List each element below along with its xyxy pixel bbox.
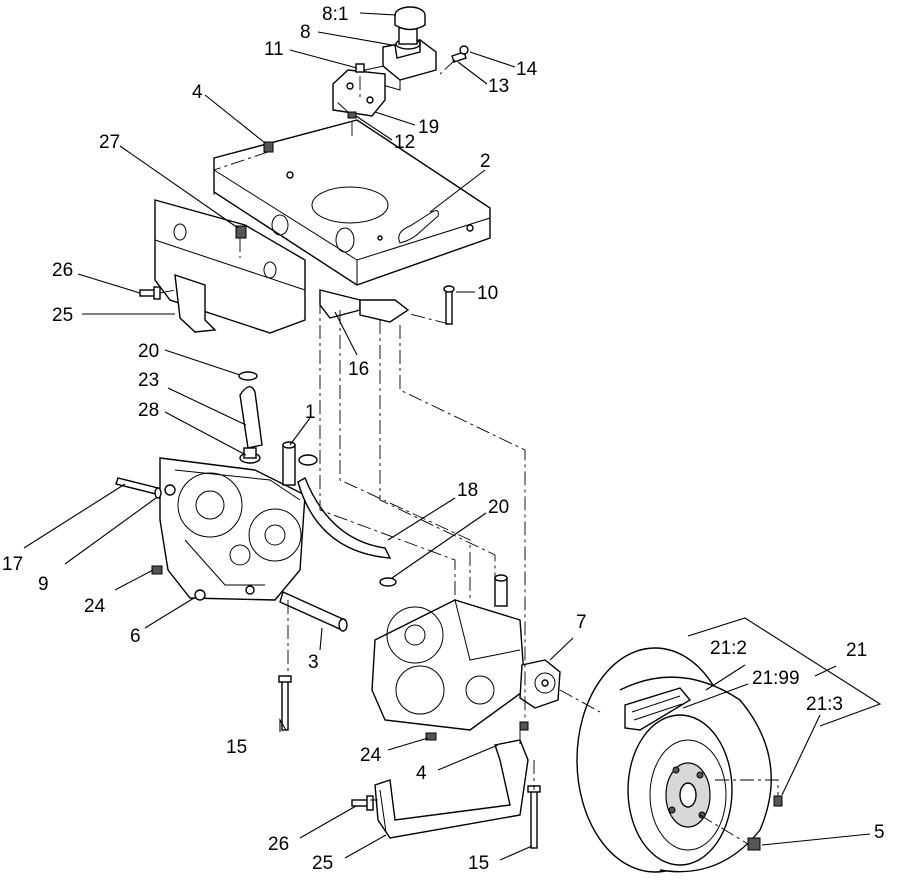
wheel-assembly — [576, 647, 772, 873]
label-11: 11 — [264, 39, 284, 60]
label-18: 18 — [457, 480, 478, 501]
label-8: 8 — [300, 22, 311, 43]
label-15-bot: 15 — [468, 853, 489, 874]
label-21: 21 — [846, 640, 867, 661]
small-fasteners — [347, 45, 469, 119]
bracket-21 — [687, 617, 882, 727]
label-13: 13 — [488, 76, 509, 97]
label-26-bot: 26 — [268, 834, 289, 855]
label-23: 23 — [138, 370, 159, 391]
main-frame — [154, 119, 491, 334]
lower-bracket — [374, 739, 529, 839]
label-21-3: 21:3 — [806, 694, 843, 715]
label-21-2: 21:2 — [710, 638, 747, 659]
label-3: 3 — [308, 652, 319, 673]
assembly-lines — [159, 59, 779, 845]
label-6: 6 — [130, 626, 141, 647]
label-4-bot: 4 — [416, 763, 427, 784]
label-24-left: 24 — [84, 596, 106, 617]
right-transaxle — [371, 574, 561, 731]
label-26-top: 26 — [52, 260, 73, 281]
left-transaxle — [159, 457, 306, 601]
label-25-bot: 25 — [312, 853, 333, 874]
label-9: 9 — [38, 574, 49, 595]
label-15-left: 15 — [226, 737, 247, 758]
label-12: 12 — [394, 132, 415, 153]
label-24-mid: 24 — [360, 745, 382, 766]
reservoir-bracket — [332, 69, 386, 117]
label-14: 14 — [516, 59, 538, 80]
label-2: 2 — [480, 151, 491, 172]
label-16: 16 — [348, 359, 369, 380]
label-5: 5 — [874, 822, 885, 843]
label-7: 7 — [576, 612, 587, 633]
label-19: 19 — [418, 117, 439, 138]
callout-labels: 8:1 8 11 14 13 4 19 12 27 2 26 10 25 16 … — [2, 4, 885, 874]
label-8-1: 8:1 — [322, 4, 348, 25]
label-17: 17 — [2, 554, 23, 575]
label-21-99: 21:99 — [752, 668, 800, 689]
label-4-top: 4 — [192, 82, 203, 103]
label-25-top: 25 — [52, 305, 73, 326]
label-10: 10 — [477, 283, 498, 304]
label-20-top: 20 — [138, 341, 159, 362]
leader-lines — [23, 12, 871, 861]
label-27: 27 — [99, 132, 120, 153]
label-1: 1 — [305, 402, 316, 423]
label-20-mid: 20 — [488, 497, 509, 518]
label-28: 28 — [138, 400, 159, 421]
